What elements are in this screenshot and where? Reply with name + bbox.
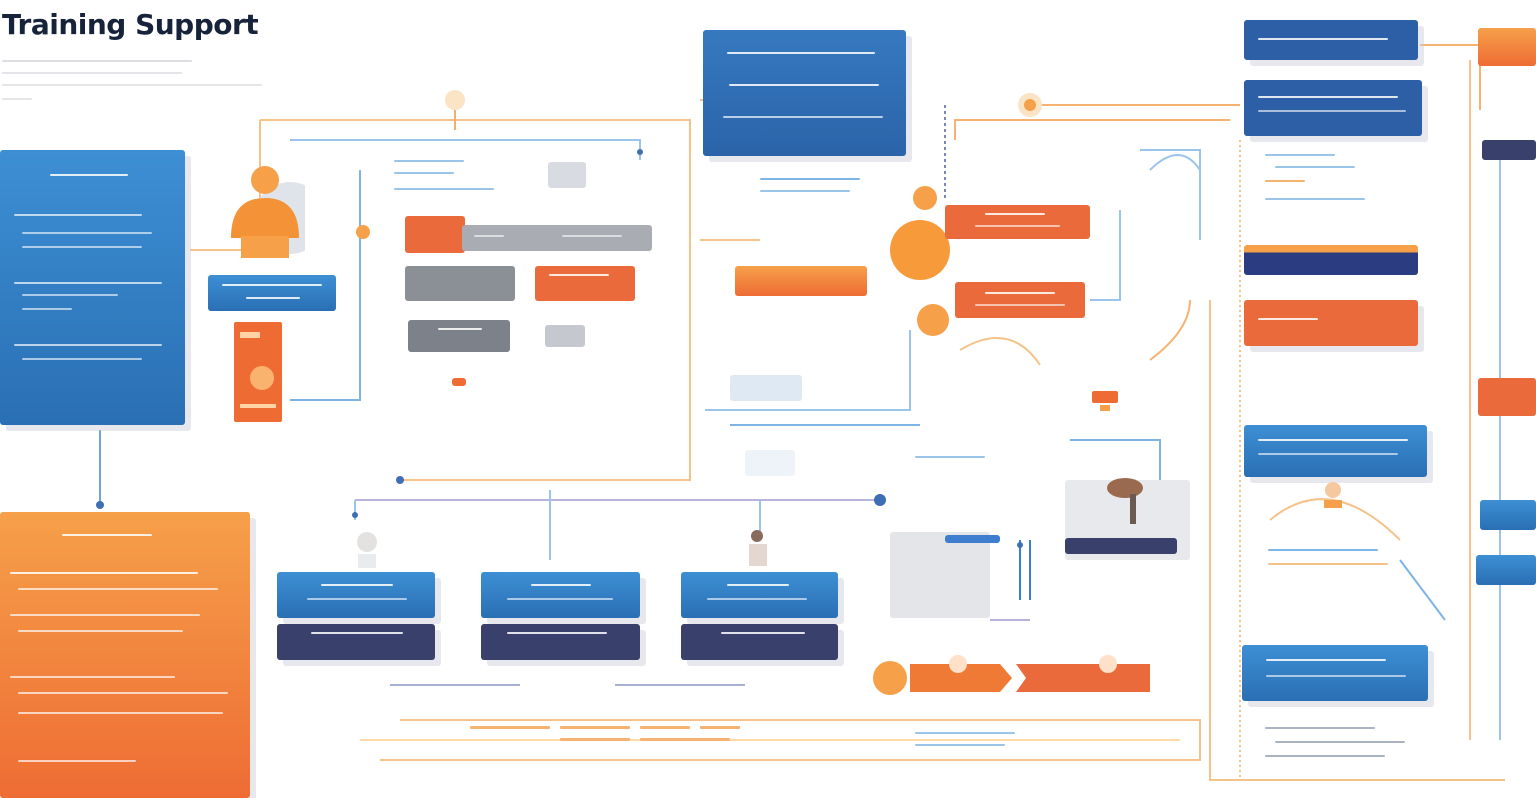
intro-text — [2, 58, 272, 118]
caption-lines — [1265, 725, 1415, 765]
edge-red-1 — [1478, 378, 1536, 416]
edge-orange-top — [1478, 28, 1536, 66]
process-row-1-grey — [462, 225, 652, 251]
process-row-1-orange — [405, 216, 465, 253]
right-process-1 — [945, 205, 1090, 239]
left-orange-panel — [0, 512, 250, 798]
right-panel-3 — [1244, 425, 1427, 477]
machine-icon — [890, 532, 990, 618]
desk-panel — [1065, 480, 1190, 560]
right-panel-4 — [1242, 645, 1428, 701]
right-navy-bar — [1244, 245, 1418, 275]
card-3-bottom — [681, 624, 838, 660]
center-orange-bar — [735, 266, 867, 296]
edge-blue-1 — [1480, 500, 1536, 530]
process-row-3-grey — [408, 320, 510, 352]
caption-lines — [1268, 545, 1398, 585]
machine-screen — [945, 535, 1000, 543]
center-light-box — [730, 375, 802, 401]
person-icon — [352, 530, 382, 570]
person-icon — [225, 158, 326, 263]
right-process-2 — [955, 282, 1085, 318]
chart-icon — [1320, 480, 1346, 510]
gear-icon — [885, 180, 955, 340]
caption-lines — [470, 722, 750, 746]
flow-bar — [870, 650, 1155, 705]
process-row-2-orange — [535, 266, 635, 301]
lightbulb-icon — [1090, 385, 1120, 413]
process-row-3-light — [545, 325, 585, 347]
left-blue-panel — [0, 150, 185, 425]
top-center-panel — [703, 30, 906, 156]
process-row-2-grey — [405, 266, 515, 301]
document-icon — [228, 320, 290, 425]
small-orange-tag — [452, 378, 466, 386]
card-1-top — [277, 572, 435, 618]
card-2-bottom — [481, 624, 640, 660]
right-orange-panel — [1244, 300, 1418, 346]
caption-lines — [1265, 150, 1415, 210]
edge-blue-2 — [1476, 555, 1536, 585]
diagram-title: Training Support — [2, 8, 259, 41]
card-2-top — [481, 572, 640, 618]
person-label-box — [208, 275, 336, 311]
monitor-icon — [548, 162, 586, 188]
right-panel-2 — [1244, 80, 1422, 136]
person-icon — [1100, 470, 1150, 530]
card-3-top — [681, 572, 838, 618]
caption-lines — [760, 172, 870, 202]
card-1-bottom — [277, 624, 435, 660]
edge-navy-1 — [1482, 140, 1536, 160]
caption-lines — [915, 728, 1025, 752]
caption-lines — [745, 450, 1015, 480]
person-icon — [745, 528, 775, 570]
right-top-panel — [1244, 20, 1418, 60]
caption-lines — [380, 158, 510, 198]
